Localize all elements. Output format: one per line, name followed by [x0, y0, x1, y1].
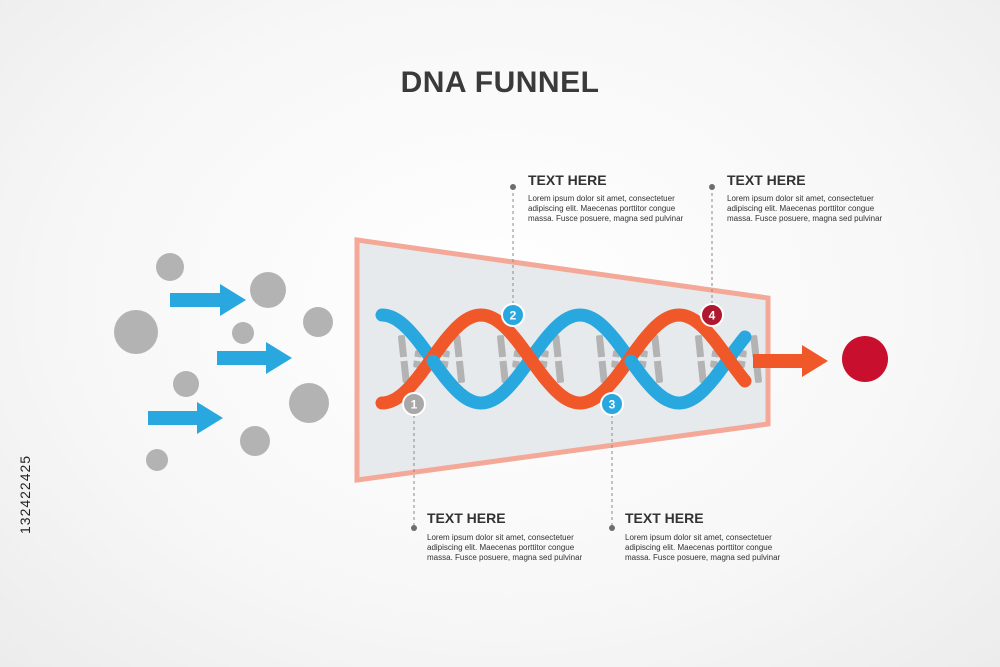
step-body-line: adipiscing elit. Maecenas porttitor cong… [427, 543, 575, 552]
rung-gap [540, 356, 549, 362]
blue-strand-front [426, 354, 674, 407]
input-arrows [148, 284, 292, 434]
right-arrow-icon [170, 284, 246, 316]
step-heading: TEXT HERE [625, 510, 704, 526]
step-number: 1 [411, 398, 418, 412]
rung-gap [512, 356, 521, 362]
rung-gap [696, 356, 705, 362]
step-markers: 1 2 3 4 [402, 303, 724, 416]
particle [289, 383, 329, 423]
step-heading: TEXT HERE [528, 172, 607, 188]
funnel-shape [354, 237, 771, 483]
rung-gap [554, 356, 563, 362]
rung-gap [413, 356, 422, 362]
rung-gap [639, 356, 648, 362]
right-arrow-icon [217, 342, 292, 374]
leader-dots [411, 184, 715, 531]
step-heading: TEXT HERE [427, 510, 506, 526]
rung-gap [441, 356, 450, 362]
particle [240, 426, 270, 456]
rung-gap [738, 356, 747, 362]
step-body-line: massa. Fusce posuere, magna sed pulvinar [427, 553, 583, 562]
step-body-line: adipiscing elit. Maecenas porttitor cong… [528, 204, 676, 213]
rung-gap [498, 356, 507, 362]
rung-gap [710, 356, 719, 362]
particle [114, 310, 158, 354]
step-body-line: massa. Fusce posuere, magna sed pulvinar [625, 553, 781, 562]
step-marker-2: 2 [501, 303, 525, 327]
input-particles [114, 253, 333, 471]
rung-gap [455, 356, 464, 362]
page-title: DNA FUNNEL [401, 66, 600, 99]
text-block-3: TEXT HERE Lorem ipsum dolor sit amet, co… [625, 510, 781, 562]
step-body-line: Lorem ipsum dolor sit amet, consectetuer [427, 533, 574, 542]
base-pair-rungs [398, 335, 762, 383]
step-body-line: massa. Fusce posuere, magna sed pulvinar [528, 214, 684, 223]
step-body-line: Lorem ipsum dolor sit amet, consectetuer [528, 194, 675, 203]
step-number: 2 [510, 309, 517, 323]
leader-lines [413, 187, 713, 528]
output-arrow-icon [753, 345, 828, 377]
stock-id: 132422425 [17, 455, 33, 534]
particle [173, 371, 199, 397]
text-block-4: TEXT HERE Lorem ipsum dolor sit amet, co… [727, 172, 883, 223]
particle [232, 322, 254, 344]
step-marker-1: 1 [402, 392, 426, 416]
rung-gap [653, 356, 662, 362]
particle [156, 253, 184, 281]
step-heading: TEXT HERE [727, 172, 806, 188]
text-block-1: TEXT HERE Lorem ipsum dolor sit amet, co… [427, 510, 583, 562]
orange-strand [375, 308, 752, 410]
result-dot [842, 336, 888, 382]
step-body-line: Lorem ipsum dolor sit amet, consectetuer [625, 533, 772, 542]
step-body-line: adipiscing elit. Maecenas porttitor cong… [727, 204, 875, 213]
step-marker-3: 3 [600, 392, 624, 416]
step-body-line: adipiscing elit. Maecenas porttitor cong… [625, 543, 773, 552]
particle [303, 307, 333, 337]
right-arrow-icon [148, 402, 223, 434]
rung-gap [611, 356, 620, 362]
text-block-2: TEXT HERE Lorem ipsum dolor sit amet, co… [528, 172, 684, 223]
particle [146, 449, 168, 471]
step-number: 3 [609, 398, 616, 412]
dna-helix [375, 308, 762, 410]
step-body-line: massa. Fusce posuere, magna sed pulvinar [727, 214, 883, 223]
rung-gap [597, 356, 606, 362]
step-marker-4: 4 [700, 303, 724, 327]
rung-gap [399, 356, 408, 362]
step-body-line: Lorem ipsum dolor sit amet, consectetuer [727, 194, 874, 203]
step-number: 4 [709, 309, 716, 323]
particle [250, 272, 286, 308]
